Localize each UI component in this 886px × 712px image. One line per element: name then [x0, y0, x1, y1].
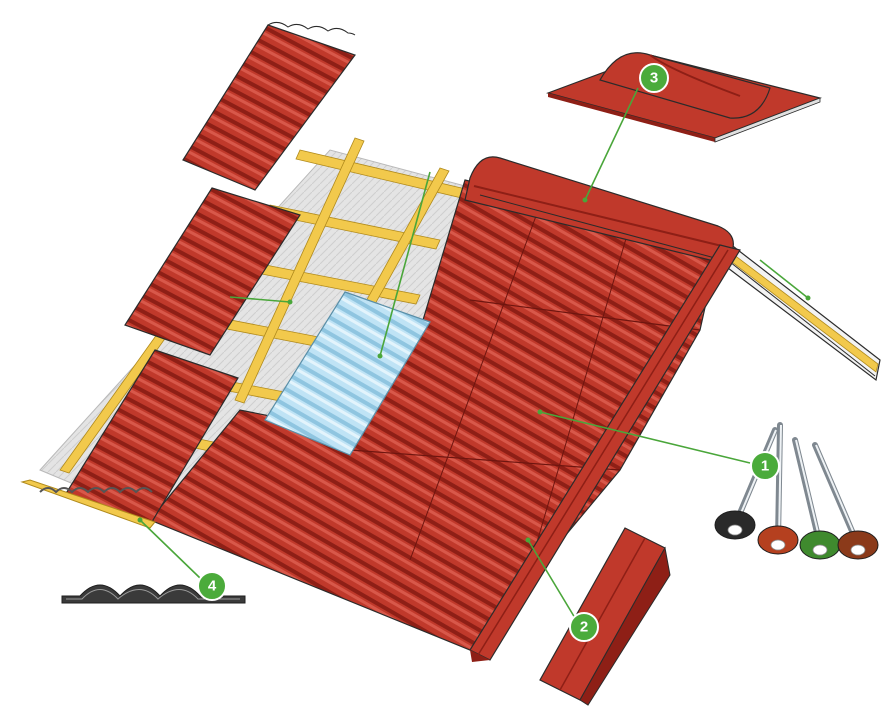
callout-badge-2: 2 — [569, 612, 599, 642]
nail-washer — [727, 524, 743, 536]
callout-label-3: 3 — [650, 70, 658, 87]
callout-label-2: 2 — [580, 619, 588, 636]
edge-flashing-exploded — [539, 527, 671, 706]
nail-fasteners-exploded — [714, 422, 879, 560]
corrugated-profile-exploded — [61, 584, 246, 604]
skylight-sheet — [264, 291, 431, 456]
nail-shaft-highlight — [815, 444, 860, 546]
nail-washer — [812, 544, 828, 556]
ridge-line — [464, 156, 734, 263]
callout-label-1: 1 — [761, 458, 769, 475]
leader-lines — [139, 87, 809, 619]
sheet-top-floating — [182, 21, 356, 191]
callout-badge-3: 3 — [639, 63, 669, 93]
ridge-cap-exploded — [546, 52, 822, 143]
callout-badge-4: 4 — [197, 571, 227, 601]
nail-washer — [850, 544, 866, 556]
sheet-middle-left — [124, 187, 301, 356]
leader-dots — [137, 197, 811, 543]
nail-shaft-highlight — [795, 439, 822, 546]
nail-washer — [770, 539, 786, 551]
nail-shaft-highlight — [778, 424, 782, 541]
rafter — [234, 137, 365, 404]
eave-board — [20, 479, 156, 529]
callout-label-4: 4 — [208, 578, 217, 595]
callout-badge-1: 1 — [750, 451, 780, 481]
gable-edge — [719, 238, 881, 382]
